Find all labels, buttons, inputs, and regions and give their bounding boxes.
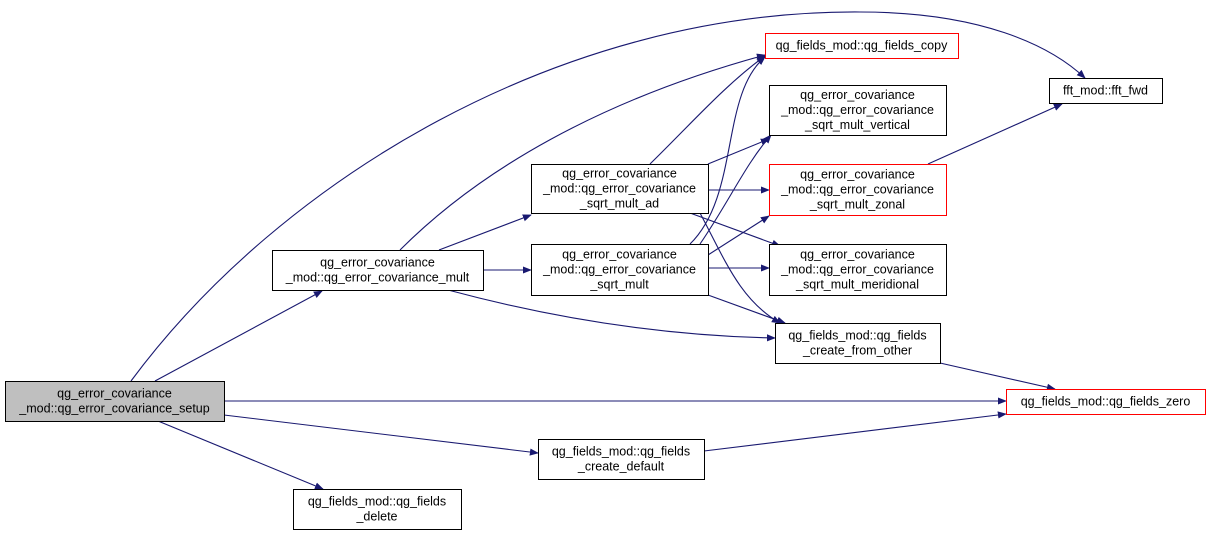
edge-sqrt_mult_ad-to-fields_create_from_other bbox=[699, 212, 781, 324]
nodes-layer: qg_error_covariance_mod::qg_error_covari… bbox=[5, 33, 1206, 530]
node-box bbox=[765, 33, 959, 59]
edge-line bbox=[939, 362, 1056, 391]
node-box bbox=[1006, 389, 1206, 415]
edge-line bbox=[649, 55, 766, 165]
node-label-line: _create_default bbox=[577, 460, 665, 474]
edge-mult-to-sqrt_mult_ad bbox=[438, 214, 532, 251]
node-label-line: qg_fields_mod::qg_fields bbox=[788, 329, 926, 343]
node-sqrt-mult-ad[interactable]: qg_error_covariance_mod::qg_error_covari… bbox=[531, 164, 709, 214]
edge-setup-to-fields_delete bbox=[157, 420, 324, 490]
node-sqrt-mult-zonal[interactable]: qg_error_covariance_mod::qg_error_covari… bbox=[769, 164, 947, 216]
node-sqrt-mult-meridional[interactable]: qg_error_covariance_mod::qg_error_covari… bbox=[769, 244, 947, 296]
node-box bbox=[538, 439, 705, 480]
node-box bbox=[775, 323, 941, 364]
node-label-line: fft_mod::fft_fwd bbox=[1063, 84, 1148, 98]
node-box bbox=[531, 164, 709, 214]
node-label-line: qg_fields_mod::qg_fields bbox=[552, 445, 690, 459]
node-box bbox=[769, 85, 947, 136]
node-label-line: _mod::qg_error_covariance bbox=[542, 263, 696, 277]
node-fields-copy[interactable]: qg_fields_mod::qg_fields_copy bbox=[765, 33, 959, 59]
edge-fields_create_default-to-fields_zero bbox=[703, 411, 1007, 452]
node-fields-create-default[interactable]: qg_fields_mod::qg_fields_create_default bbox=[538, 439, 705, 480]
edge-line bbox=[438, 214, 532, 251]
edge-sqrt_mult-to-fields_copy bbox=[689, 56, 766, 245]
edge-sqrt_mult_ad-to-sqrt_mult_vertical bbox=[707, 138, 770, 165]
node-sqrt-mult[interactable]: qg_error_covariance_mod::qg_error_covari… bbox=[531, 244, 709, 296]
edge-line bbox=[399, 53, 766, 251]
node-label-line: _mod::qg_error_covariance bbox=[542, 182, 696, 196]
edge-setup-to-fields_create_default bbox=[223, 414, 539, 456]
node-label-line: _sqrt_mult_meridional bbox=[795, 278, 919, 292]
node-fields-delete[interactable]: qg_fields_mod::qg_fields_delete bbox=[293, 489, 462, 530]
edge-line bbox=[689, 56, 766, 245]
edge-mult-to-fields_copy bbox=[399, 53, 766, 251]
node-mult[interactable]: qg_error_covariance_mod::qg_error_covari… bbox=[272, 250, 484, 291]
edge-fields_create_from_other-to-fields_zero bbox=[939, 362, 1056, 391]
edges-layer bbox=[130, 11, 1086, 490]
edge-line bbox=[699, 212, 781, 324]
node-label-line: qg_fields_mod::qg_fields_zero bbox=[1021, 395, 1191, 409]
edge-sqrt_mult_ad-to-sqrt_mult_meridional bbox=[689, 212, 781, 247]
node-label-line: qg_fields_mod::qg_fields bbox=[308, 495, 446, 509]
node-label-line: _create_from_other bbox=[802, 344, 912, 358]
edge-line bbox=[703, 411, 1007, 452]
edge-line bbox=[154, 290, 323, 382]
edge-sqrt_mult-to-fields_create_from_other bbox=[707, 294, 786, 324]
node-box bbox=[293, 489, 462, 530]
edge-line bbox=[157, 420, 324, 490]
edge-line bbox=[223, 414, 539, 456]
edge-line bbox=[447, 289, 776, 342]
node-label-line: _mod::qg_error_covariance_setup bbox=[18, 402, 209, 416]
node-fields-create-from-other[interactable]: qg_fields_mod::qg_fields_create_from_oth… bbox=[775, 323, 941, 364]
edge-line bbox=[699, 134, 772, 245]
node-setup: qg_error_covariance_mod::qg_error_covari… bbox=[5, 381, 225, 422]
node-label-line: _mod::qg_error_covariance bbox=[780, 263, 934, 277]
node-label-line: qg_error_covariance bbox=[800, 248, 915, 262]
edge-sqrt_mult-to-sqrt_mult_vertical bbox=[699, 134, 772, 245]
node-label-line: qg_error_covariance bbox=[320, 256, 435, 270]
node-box bbox=[1049, 78, 1163, 104]
node-fields-zero[interactable]: qg_fields_mod::qg_fields_zero bbox=[1006, 389, 1206, 415]
edge-line bbox=[689, 212, 781, 247]
node-label-line: qg_error_covariance bbox=[562, 248, 677, 262]
edge-sqrt_mult_zonal-to-fft_fwd bbox=[927, 103, 1063, 165]
node-fft-fwd[interactable]: fft_mod::fft_fwd bbox=[1049, 78, 1163, 104]
edge-line bbox=[707, 294, 786, 324]
node-box bbox=[769, 164, 947, 216]
edge-line bbox=[707, 215, 770, 256]
node-label-line: qg_error_covariance bbox=[800, 88, 915, 102]
node-box bbox=[531, 244, 709, 296]
node-label-line: _mod::qg_error_covariance bbox=[780, 103, 934, 117]
node-label-line: qg_fields_mod::qg_fields_copy bbox=[776, 39, 948, 53]
node-box bbox=[272, 250, 484, 291]
node-label-line: _sqrt_mult_vertical bbox=[804, 118, 910, 132]
edge-line bbox=[927, 103, 1063, 165]
node-label-line: qg_error_covariance bbox=[57, 387, 172, 401]
node-label-line: _sqrt_mult bbox=[589, 278, 649, 292]
node-box bbox=[5, 381, 225, 422]
edge-sqrt_mult-to-sqrt_mult_zonal bbox=[707, 215, 770, 256]
edge-line bbox=[130, 11, 1086, 382]
node-box bbox=[769, 244, 947, 296]
node-label-line: _mod::qg_error_covariance_mult bbox=[285, 271, 470, 285]
node-label-line: _delete bbox=[355, 510, 397, 524]
node-label-line: qg_error_covariance bbox=[800, 168, 915, 182]
edge-mult-to-fields_create_from_other bbox=[447, 289, 776, 342]
node-label-line: qg_error_covariance bbox=[562, 167, 677, 181]
edge-setup-to-fft_fwd bbox=[130, 11, 1086, 382]
node-label-line: _mod::qg_error_covariance bbox=[780, 183, 934, 197]
edge-sqrt_mult_ad-to-fields_copy bbox=[649, 55, 766, 165]
node-label-line: _sqrt_mult_zonal bbox=[809, 198, 905, 212]
node-sqrt-mult-vertical[interactable]: qg_error_covariance_mod::qg_error_covari… bbox=[769, 85, 947, 136]
edge-line bbox=[707, 138, 770, 165]
edge-setup-to-mult bbox=[154, 290, 323, 382]
node-label-line: _sqrt_mult_ad bbox=[579, 197, 659, 211]
